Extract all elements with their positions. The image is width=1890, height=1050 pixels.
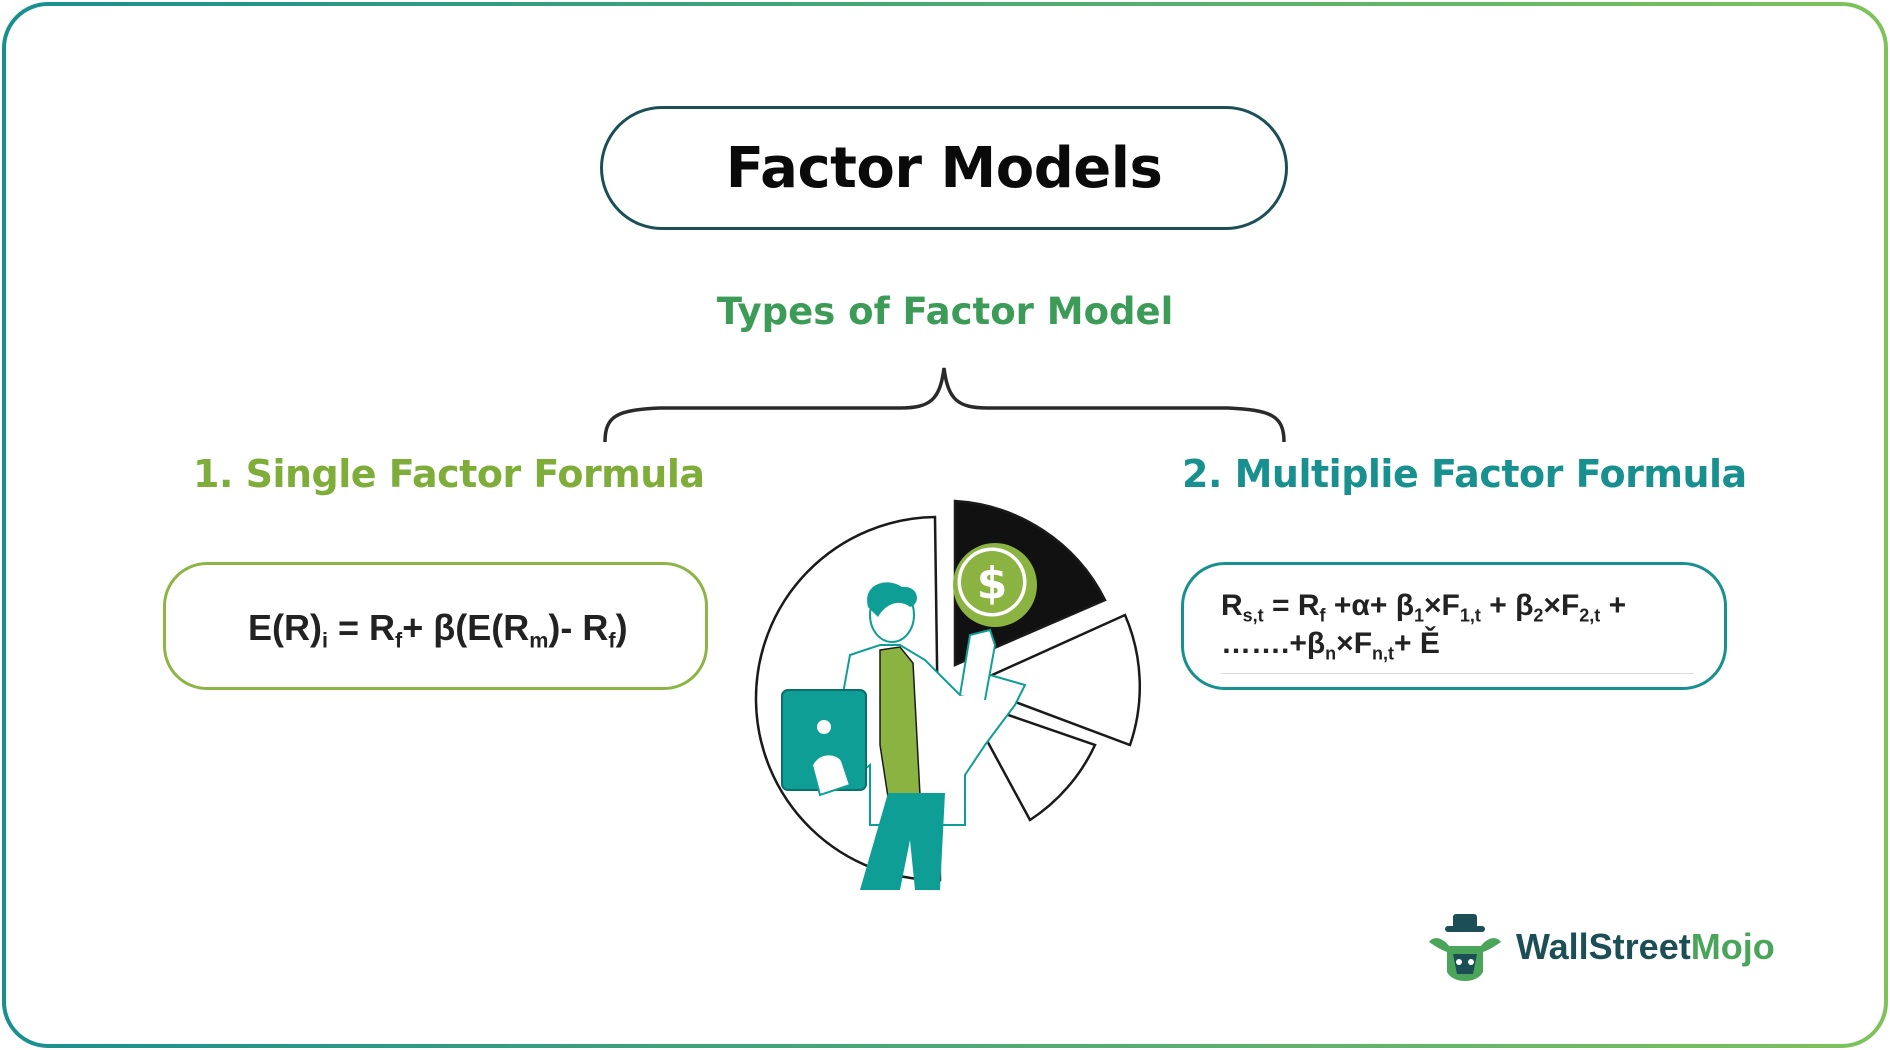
- formula-underline: [1221, 673, 1694, 674]
- logo-wordmark: WallStreetMojo: [1516, 926, 1775, 967]
- multiple-factor-formula-box: Rs,t = Rf +α+ β1×F1,t + β2×F2,t +…….+βn×…: [1181, 562, 1727, 690]
- single-factor-formula: E(R)i = Rf+ β(E(Rm)- Rf): [248, 607, 628, 653]
- svg-text:$: $: [977, 558, 1008, 609]
- multiple-factor-heading: 2. Multiplie Factor Formula: [1182, 452, 1747, 496]
- page-title: Factor Models: [725, 135, 1163, 201]
- investor-illustration: $: [754, 499, 1141, 890]
- wallstreetmojo-bull-logo-icon: [1429, 914, 1501, 981]
- single-factor-formula-box: E(R)i = Rf+ β(E(Rm)- Rf): [163, 562, 708, 690]
- wallstreetmojo-logo: WallStreetMojo: [1425, 912, 1785, 992]
- subtitle: Types of Factor Model: [716, 290, 1174, 333]
- curly-brace: [603, 367, 1286, 443]
- person-figure: [828, 582, 1027, 890]
- title-pill: Factor Models: [600, 106, 1288, 230]
- multiple-factor-formula: Rs,t = Rf +α+ β1×F1,t + β2×F2,t +…….+βn×…: [1221, 589, 1627, 664]
- tablet-icon: [781, 689, 867, 797]
- single-factor-heading: 1. Single Factor Formula: [193, 452, 705, 496]
- dollar-coin-icon: $: [953, 543, 1037, 627]
